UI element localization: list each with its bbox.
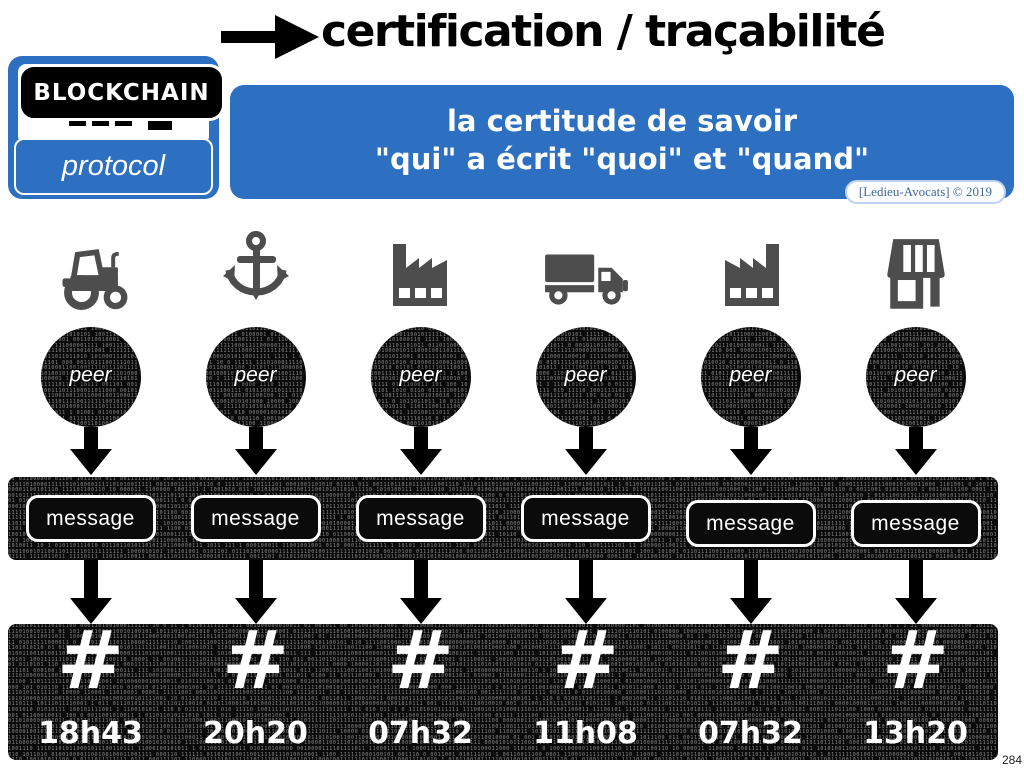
right-arrow-icon [221,15,319,59]
hash-symbol: # [881,624,949,707]
message-box: message [685,500,816,547]
hash-symbol: # [551,624,619,707]
message-box: message [850,500,981,547]
down-arrow-icon [894,560,937,624]
anchor-icon [222,231,289,300]
peer-node: 01001 11110111111111101011101101 1101110… [700,327,801,427]
peer-to-message-arrows [8,427,998,475]
timestamp: 20h20 [203,716,308,751]
down-arrow-icon [729,427,772,475]
peer-label: peer [234,363,277,387]
down-arrow-icon [564,427,607,475]
binary-texture: 100 110110111 10011100100010010110101010… [40,327,138,427]
message-to-hash-arrows [8,560,998,624]
peer-node: 100110111011110 010111011000000001001100… [370,327,471,427]
message-bar: 01 011000000 01100 1011100 011 001111110… [8,477,998,560]
binary-texture: 01001 11110111111111101011101101 1101110… [700,327,798,427]
peer-label: peer [564,363,607,387]
tractor-icon [62,249,127,310]
hash-symbol: # [716,624,784,707]
message-box: message [520,495,651,542]
peer-node: 1100010011011011111100 1010111101011 010… [205,327,306,427]
down-arrow-icon [69,427,112,475]
peer-label: peer [894,363,937,387]
binary-texture: 1100010011011011111100 1010111101011 010… [205,327,303,427]
peer-node: 100 110110111 10011100100010010110101010… [40,327,141,427]
timestamp: 11h08 [533,716,638,751]
message-box: message [190,495,321,542]
peer-nodes-row: 100 110110111 10011100100010010110101010… [8,327,998,427]
page-number: 284 [1001,753,1022,767]
store-icon [886,239,945,309]
binary-texture: 1110010111110101100 0001101001000111111 … [8,624,998,760]
down-arrow-icon [234,427,277,475]
down-arrow-icon [399,427,442,475]
peer-label: peer [399,363,442,387]
factory-icon [724,244,779,306]
actor-icons-row [8,228,998,310]
binary-texture: 1110111010110110110011001111011000011101… [865,327,963,427]
peer-node: 1111111101101010110110101001011000010101… [535,327,636,427]
subtitle-box: la certitude de savoir "qui" a écrit "qu… [230,85,1014,204]
down-arrow-icon [234,560,277,624]
blockchain-badge: BLOCKCHAIN [18,64,225,121]
credit-badge: [Ledieu-Avocats] © 2019 [844,180,1006,204]
timestamp: 07h32 [698,716,803,751]
peer-label: peer [69,363,112,387]
subtitle-line-2: "qui" a écrit "quoi" et "quand" [374,142,870,176]
subtitle-line-1: la certitude de savoir [446,104,798,138]
hash-symbol: # [221,624,289,707]
message-box: message [355,495,486,542]
hash-symbol: # [386,624,454,707]
protocol-strip: protocol [14,138,213,195]
down-arrow-icon [564,560,607,624]
protocol-label: protocol [61,150,166,182]
hash-symbol: # [56,624,124,707]
message-box: message [25,495,156,542]
truck-icon [544,254,628,305]
down-arrow-icon [69,560,112,624]
binary-texture: 100110111011110 010111011000000001001100… [370,327,468,427]
peer-label: peer [729,363,772,387]
timestamp: 07h32 [368,716,473,751]
binary-texture: 01 011000000 01100 1011100 011 001111110… [8,477,998,560]
down-arrow-icon [729,560,772,624]
down-arrow-icon [399,560,442,624]
peer-node: 1110111010110110110011001111011000011101… [865,327,966,427]
binary-texture: 1111111101101010110110101001011000010101… [535,327,633,427]
hash-timestamp-bar: 1110010111110101100 0001101001000111111 … [8,624,998,760]
timestamp: 13h20 [863,716,968,751]
blockchain-protocol-card: protocol BLOCKCHAIN [8,56,225,199]
down-arrow-icon [894,427,937,475]
page-title: certification / traçabilité [321,6,886,57]
blockchain-badge-label: BLOCKCHAIN [33,79,210,106]
timestamp: 18h43 [38,716,143,751]
factory-icon [392,244,447,306]
